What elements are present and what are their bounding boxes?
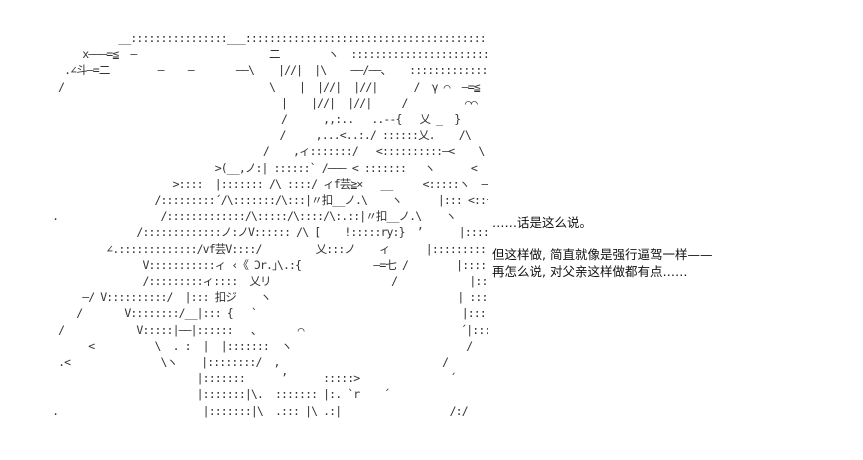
dialogue-text: ……话是这么说。 但这样做, 简直就像是强行逼驾一样—— 再怎么说, 对父亲这样… xyxy=(492,214,852,280)
dialogue-gap xyxy=(492,231,852,246)
dialogue-line-3: 再怎么说, 对父亲这样做都有点…… xyxy=(492,264,688,279)
dialogue-line-2: 但这样做, 简直就像是强行逼驾一样—— xyxy=(492,247,713,262)
ascii-art-illustration: __::::::::::::::::___:::::::::::::::::::… xyxy=(52,31,488,418)
dialogue-line-1: ……话是这么说。 xyxy=(492,215,593,230)
